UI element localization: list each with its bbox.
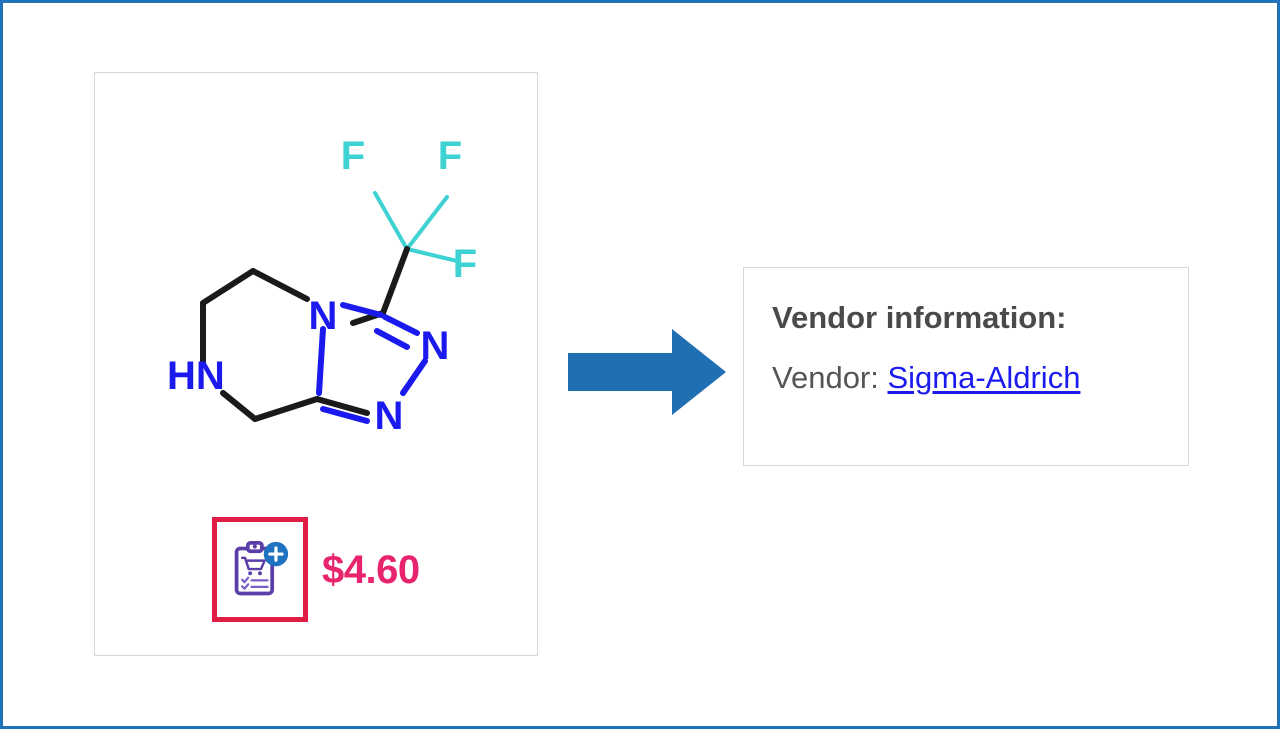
- atom-label-f-top-left: F: [341, 134, 365, 178]
- nitrogen-bonds: [316, 302, 428, 424]
- atom-label-n-bridgehead: N: [309, 294, 338, 338]
- atom-labels: F F F N N N HN: [167, 134, 477, 438]
- clipboard-clip-hole: [252, 544, 257, 549]
- arrow-right-shape: [568, 329, 726, 415]
- atom-label-hn-amine: HN: [167, 354, 225, 398]
- flow-arrow: [568, 329, 726, 415]
- atom-label-f-right: F: [453, 242, 477, 286]
- chemical-structure-svg: F F F N N N HN: [167, 134, 477, 438]
- vendor-information-panel: Vendor information: Vendor: Sigma-Aldric…: [743, 267, 1189, 466]
- atom-label-n-triazole-upper: N: [421, 324, 450, 368]
- plus-icon: [268, 545, 284, 562]
- vendor-row: Vendor: Sigma-Aldrich: [772, 360, 1160, 396]
- add-to-cart-button[interactable]: [212, 517, 308, 622]
- checklist-lines: [241, 576, 269, 590]
- compound-card: F F F N N N HN: [94, 72, 538, 656]
- chemical-structure-figure: F F F N N N HN: [95, 81, 539, 501]
- purchase-row: $4.60: [212, 517, 420, 622]
- arrow-right-icon: [568, 329, 726, 415]
- clipboard-cart-plus-icon: [234, 540, 289, 595]
- price-label: $4.60: [322, 547, 420, 592]
- atom-label-n-triazole-lower: N: [375, 394, 404, 438]
- cart-glyph: [240, 556, 266, 575]
- vendor-row-label: Vendor:: [772, 359, 888, 395]
- atom-label-f-top-right: F: [438, 134, 462, 178]
- vendor-name-link[interactable]: Sigma-Aldrich: [887, 359, 1081, 395]
- vendor-information-title: Vendor information:: [772, 300, 1067, 335]
- cf3-bonds: [373, 191, 459, 263]
